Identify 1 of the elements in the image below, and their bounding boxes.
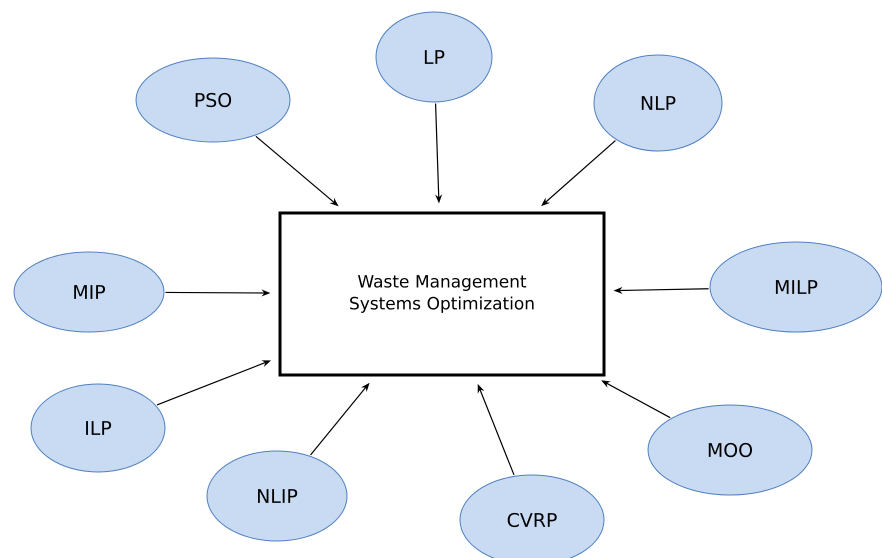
process-box: Waste Management Systems Optimization [278,212,606,376]
